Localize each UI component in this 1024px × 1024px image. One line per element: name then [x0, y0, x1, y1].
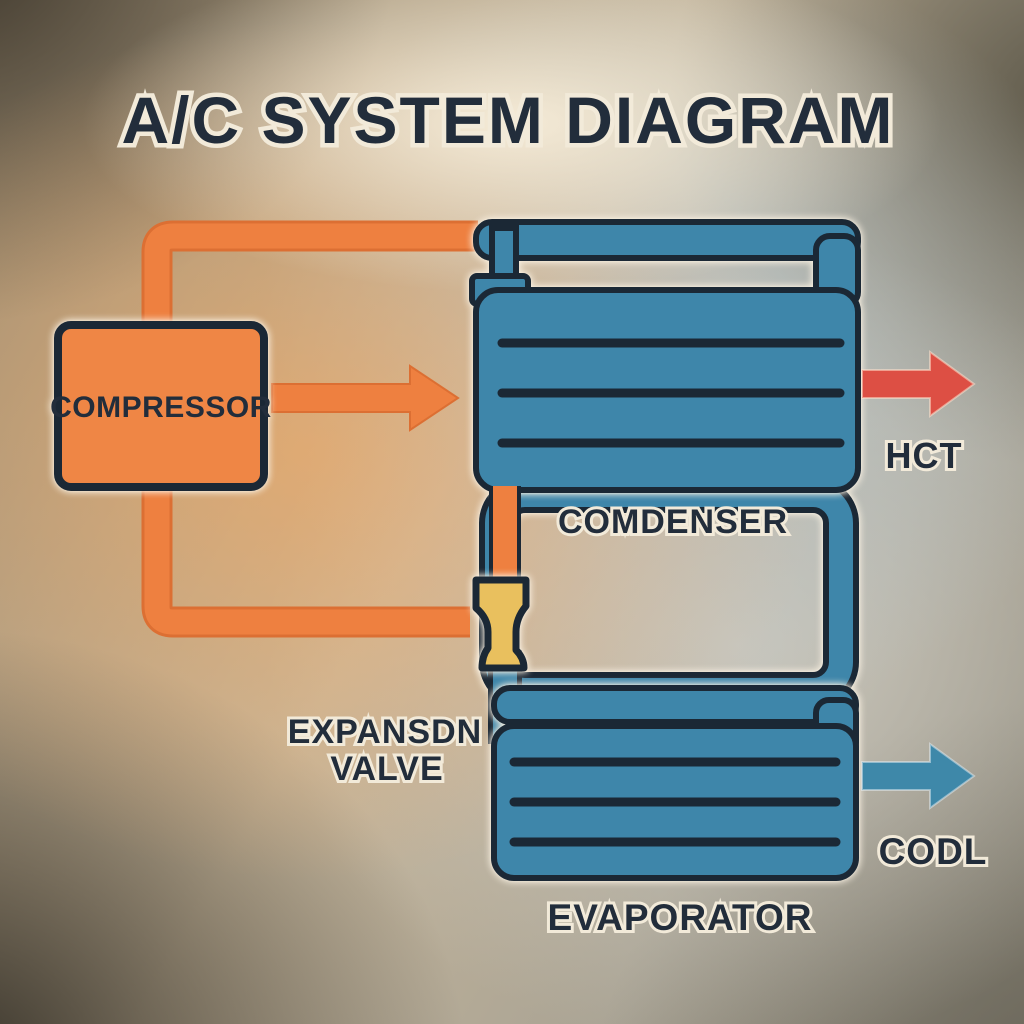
- expansion-valve-label-line1: EXPANSDN: [288, 713, 482, 751]
- hot-output-arrow: [861, 350, 976, 418]
- evaporator-label: EVAPORATOR: [548, 897, 813, 938]
- compressor-to-condenser-arrow: [271, 364, 460, 432]
- cool-output-arrow: [861, 742, 976, 810]
- hot-output-label: HCT: [886, 435, 963, 476]
- expansion-valve-label-line2: VALVE: [330, 750, 443, 788]
- liquid-pipe-bottom: [141, 488, 470, 638]
- compressor-body: [54, 321, 268, 491]
- evaporator-coil: [491, 685, 859, 881]
- hot-gas-pipe-top: [141, 220, 478, 332]
- condenser-coil: [469, 219, 861, 493]
- compressor-box: COMPRESSOR: [50, 321, 272, 491]
- compressor-label: COMPRESSOR: [50, 391, 272, 424]
- diagram-title: A/C SYSTEM DIAGRAM: [121, 83, 894, 157]
- evaporator-top-pipe: [491, 685, 859, 725]
- condenser-top-pipe: [473, 219, 861, 261]
- cool-output-label: CODL: [879, 831, 988, 872]
- condenser-label: COMDENSER: [558, 503, 788, 541]
- expansion-valve: [472, 576, 530, 672]
